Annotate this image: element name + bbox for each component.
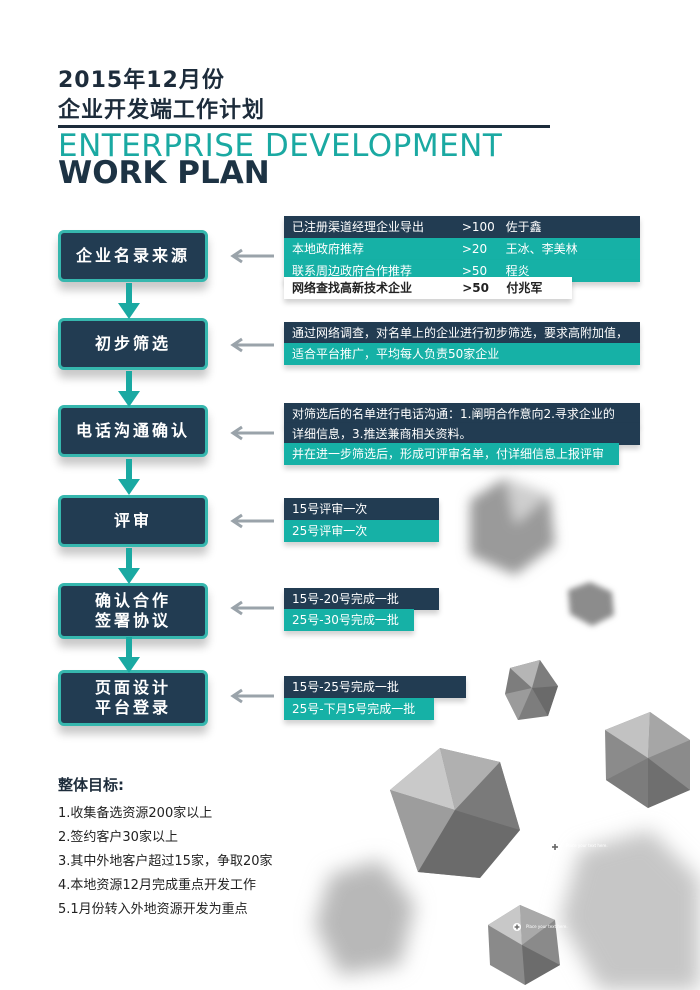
step-sign-agreement: 确认合作 签署协议	[58, 583, 208, 639]
caption-text: Place your text here.	[526, 924, 568, 929]
sign-text: 25号-30号完成一批	[284, 609, 414, 631]
source-desc: 本地政府推荐	[292, 242, 365, 256]
phone-text: 并在进一步筛选后，形成可评审名单，付详细信息上报评审	[284, 443, 619, 465]
design-text: 15号-25号完成一批	[284, 676, 466, 698]
source-desc: 已注册渠道经理企业导出	[292, 220, 425, 234]
goal-item: 1.收集备选资源200家以上	[58, 806, 213, 821]
title-date: 2015年12月份	[58, 68, 225, 93]
step-initial-screening: 初步筛选	[58, 318, 208, 370]
blurred-polyhedron-top	[470, 478, 555, 575]
source-count: >50	[461, 264, 488, 278]
arrow-left-icon	[230, 688, 274, 704]
step-review: 评审	[58, 495, 208, 547]
title-main: 企业开发端工作计划	[58, 98, 266, 123]
arrow-left-icon	[230, 513, 274, 529]
arrow-down-icon	[118, 459, 140, 495]
goal-item: 5.1月份转入外地资源开发为重点	[58, 902, 248, 917]
source-owner: 付兆军	[506, 281, 543, 295]
arrow-left-icon	[230, 600, 274, 616]
phone-text: 详细信息，3.推送兼商相关资料。	[284, 423, 640, 445]
goal-item: 4.本地资源12月完成重点开发工作	[58, 878, 256, 893]
source-row: 网络查找高新技术企业 >50 付兆军	[284, 277, 572, 299]
source-count: >50	[462, 281, 489, 295]
title-divider	[58, 125, 550, 128]
review-text: 15号评审一次	[284, 498, 439, 520]
arrow-down-icon	[118, 548, 140, 584]
polyhedron-large	[390, 748, 520, 878]
plus-circle-icon	[513, 923, 521, 931]
source-owner: 程炎	[505, 264, 530, 278]
arrow-left-icon	[230, 425, 274, 441]
arrow-left-icon	[230, 248, 274, 264]
goals-heading: 整体目标:	[58, 776, 124, 794]
polyhedron-bottom	[488, 905, 560, 985]
source-desc: 网络查找高新技术企业	[292, 281, 413, 295]
source-count: >100	[461, 220, 495, 234]
source-owner: 王冰、李美林	[505, 242, 578, 256]
source-row: 联系周边政府合作推荐 >50 程炎	[284, 260, 640, 282]
source-owner: 佐于鑫	[505, 220, 542, 234]
blurred-polyhedron-bottom-right	[560, 830, 700, 990]
review-text: 25号评审一次	[284, 520, 439, 542]
plus-circle-icon	[550, 842, 560, 852]
source-count: >20	[461, 242, 488, 256]
source-row: 本地政府推荐 >20 王冰、李美林	[284, 238, 640, 260]
arrow-left-icon	[230, 337, 274, 353]
polyhedron-right	[605, 712, 690, 808]
step-enterprise-source: 企业名录来源	[58, 230, 208, 282]
goal-item: 2.签约客户30家以上	[58, 830, 178, 845]
screening-text: 通过网络调查，对名单上的企业进行初步筛选，要求高附加值，	[284, 322, 640, 344]
arrow-down-icon	[118, 637, 140, 673]
title-en-line2: WORK PLAN	[58, 155, 270, 191]
step-page-design: 页面设计 平台登录	[58, 670, 208, 726]
sign-text: 15号-20号完成一批	[284, 588, 439, 610]
arrow-down-icon	[118, 371, 140, 407]
design-text: 25号-下月5号完成一批	[284, 698, 434, 720]
goal-item: 3.其中外地客户超过15家，争取20家	[58, 854, 273, 869]
arrow-down-icon	[118, 283, 140, 319]
screening-text: 适合平台推广，平均每人负责50家企业	[284, 343, 640, 365]
phone-text: 对筛选后的名单进行电话沟通：1.阐明合作意向2.寻求企业的	[284, 403, 640, 425]
blurred-polyhedron-bottom-left	[315, 860, 415, 975]
caption-text: Place your text here.	[566, 843, 608, 848]
step-phone-confirm: 电话沟通确认	[58, 405, 208, 457]
small-blurred-polyhedron	[568, 582, 614, 626]
source-desc: 联系周边政府合作推荐	[292, 264, 413, 278]
source-row: 已注册渠道经理企业导出 >100 佐于鑫	[284, 216, 640, 238]
polyhedron-medium	[505, 660, 558, 720]
title-en-line1: ENTERPRISE DEVELOPMENT	[58, 128, 503, 164]
